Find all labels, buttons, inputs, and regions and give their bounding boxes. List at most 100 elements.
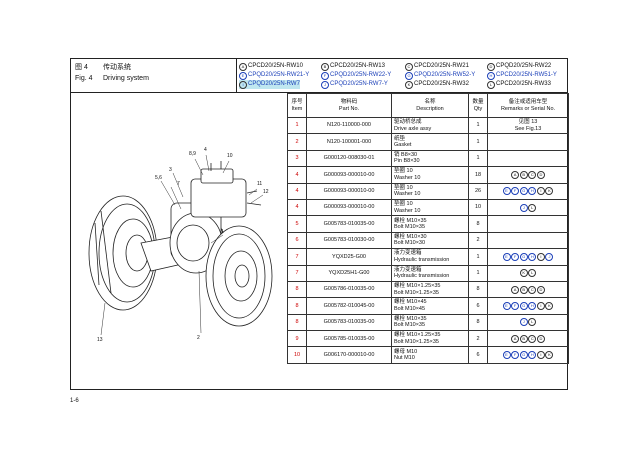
item-cell: 8 <box>287 297 307 315</box>
model-mark-icon: E <box>502 351 511 360</box>
model-mark-icon: E <box>239 72 247 80</box>
item-cell: 7 <box>287 248 307 266</box>
callout-label: 2 <box>197 335 200 341</box>
part-no-cell: G005785-010035-00 <box>306 330 392 348</box>
callout-label: 12 <box>263 189 269 195</box>
part-no-cell: N120-110000-000 <box>306 116 392 135</box>
qty-cell: 18 <box>468 166 488 184</box>
model-mark-icon: A <box>239 63 247 71</box>
model-mark-icon: C <box>528 334 537 343</box>
model-mark-icon: I <box>239 81 247 89</box>
right-wheel <box>205 225 273 327</box>
figure-label-zh: 图 4 <box>75 64 88 71</box>
model-mark-icon: G <box>519 252 528 261</box>
figure-title-en: Driving system <box>103 75 149 82</box>
model-mark-icon: D <box>487 63 495 71</box>
callout-label: 13 <box>97 337 103 343</box>
qty-cell: 1 <box>468 149 488 168</box>
model-mark-icon: E <box>502 252 511 261</box>
model-name: CPQD20/25N-RW7-Y <box>330 81 388 87</box>
qty-cell: 6 <box>468 346 488 364</box>
model-mark-icon: L <box>528 203 537 212</box>
page-number: 1-6 <box>70 398 79 404</box>
model-mark-icon: H <box>528 351 537 360</box>
part-no-cell: YQXD25H1-G00 <box>306 264 392 282</box>
model-mark-icon: J <box>545 252 554 261</box>
model-mark-icon: L <box>487 81 495 89</box>
model-mark-icon: D <box>536 285 545 294</box>
item-cell: 3 <box>287 149 307 168</box>
qty-cell: 8 <box>468 313 488 332</box>
model-mark-icon: K <box>545 351 554 360</box>
model-mark-icon: H <box>528 301 537 310</box>
model-mark-icon: J <box>321 81 329 89</box>
model-name: CPQD20/25N-RW7 <box>248 81 300 87</box>
qty-cell: 26 <box>468 182 488 200</box>
model-mark-icon: I <box>536 301 545 310</box>
part-no-cell: G000093-000010-00 <box>306 182 392 200</box>
model-mark-icon: H <box>528 187 537 196</box>
callout-label: 5,6 <box>155 175 162 181</box>
callout-label: 10 <box>227 153 233 159</box>
qty-cell: 2 <box>468 330 488 348</box>
model-mark-icon: H <box>487 72 495 80</box>
model-mark-icon: F <box>511 252 520 261</box>
item-cell: 7 <box>287 264 307 282</box>
model-mark-icon: K <box>545 187 554 196</box>
model-mark-icon: B <box>321 63 329 71</box>
leader-lines <box>100 154 264 336</box>
figure-label-en: Fig. 4 <box>75 75 93 82</box>
item-cell: 8 <box>287 313 307 332</box>
remarks-cell <box>487 133 569 151</box>
item-cell: 2 <box>287 133 307 151</box>
qty-cell: 1 <box>468 264 488 282</box>
model-mark-icon: K <box>405 81 413 89</box>
callout-label: 4 <box>204 147 207 153</box>
model-name: CPQD20/25N-RW22 <box>496 63 552 69</box>
callout-label: 1 <box>221 229 224 235</box>
callout-label: 7 <box>177 181 180 187</box>
model-name: CPQD20/25N-RW22-Y <box>330 72 392 78</box>
callout-label: 11 <box>257 181 262 187</box>
model-mark-icon: L <box>528 269 537 278</box>
qty-cell: 8 <box>468 215 488 233</box>
model-name: CPQD20/25N-RW52-Y <box>414 72 476 78</box>
item-cell: 4 <box>287 182 307 200</box>
part-no-cell: YQXD25-G00 <box>306 248 392 266</box>
part-no-cell: G000093-000010-00 <box>306 166 392 184</box>
part-no-cell: G005783-010035-00 <box>306 215 392 233</box>
model-mark-icon: E <box>502 301 511 310</box>
